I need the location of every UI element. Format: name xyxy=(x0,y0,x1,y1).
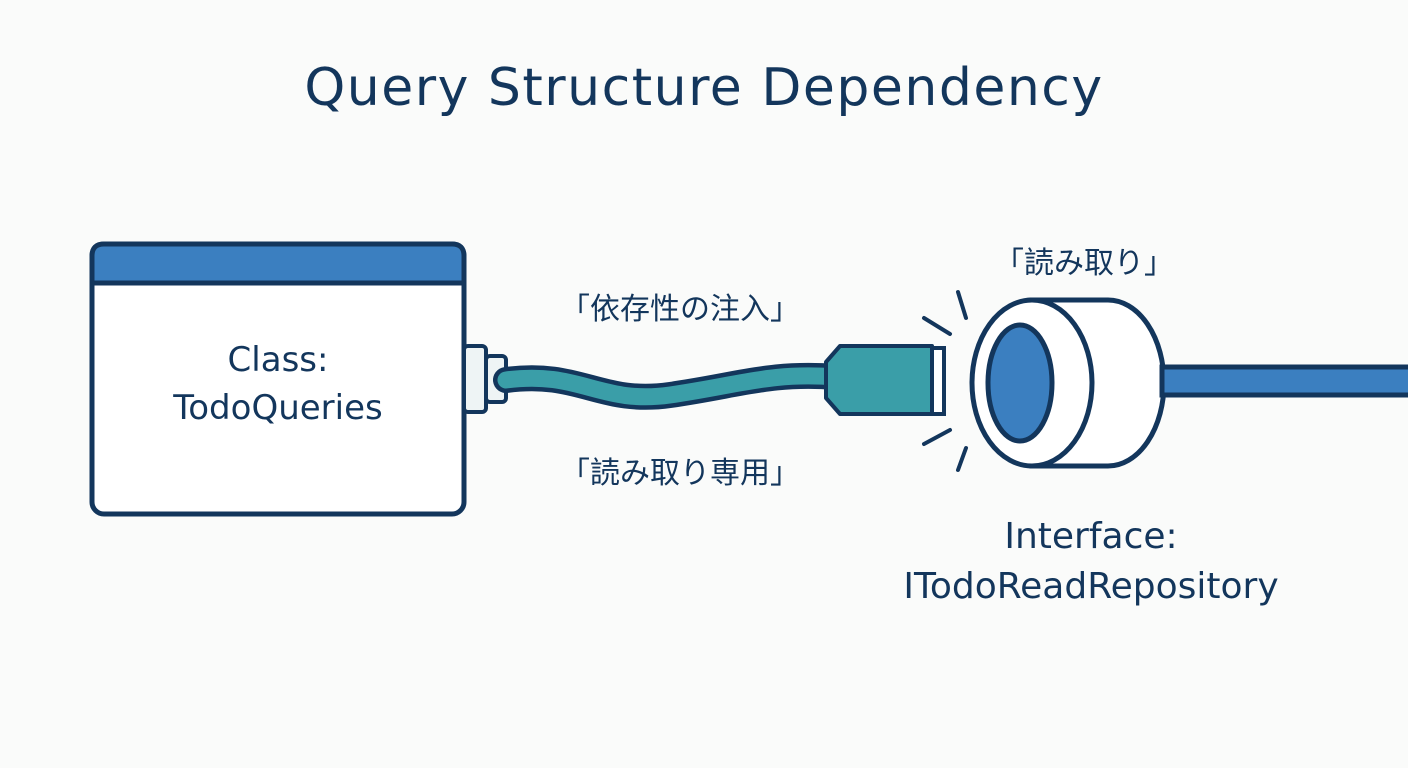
class-box-header xyxy=(89,241,467,286)
class-label-line2: TodoQueries xyxy=(173,388,383,428)
interface-cable xyxy=(1159,364,1408,398)
dependency-injection-label: 「依存性の注入」 xyxy=(560,292,800,327)
class-name-label: Class: TodoQueries xyxy=(92,336,464,432)
class-box xyxy=(89,241,467,517)
teal-plug xyxy=(824,344,946,416)
interface-label-line1: Interface: xyxy=(1004,516,1178,557)
page-title: Query Structure Dependency xyxy=(304,58,1104,118)
interface-label-line2: ITodoReadRepository xyxy=(903,566,1279,607)
connection-spark-icon xyxy=(922,290,968,472)
class-label-line1: Class: xyxy=(227,340,329,380)
read-only-label: 「読み取り専用」 xyxy=(560,456,800,491)
dependency-cable xyxy=(493,362,849,410)
read-label: 「読み取り」 xyxy=(994,246,1174,281)
interface-socket xyxy=(969,297,1167,469)
interface-name-label: Interface: ITodoReadRepository xyxy=(836,512,1346,612)
